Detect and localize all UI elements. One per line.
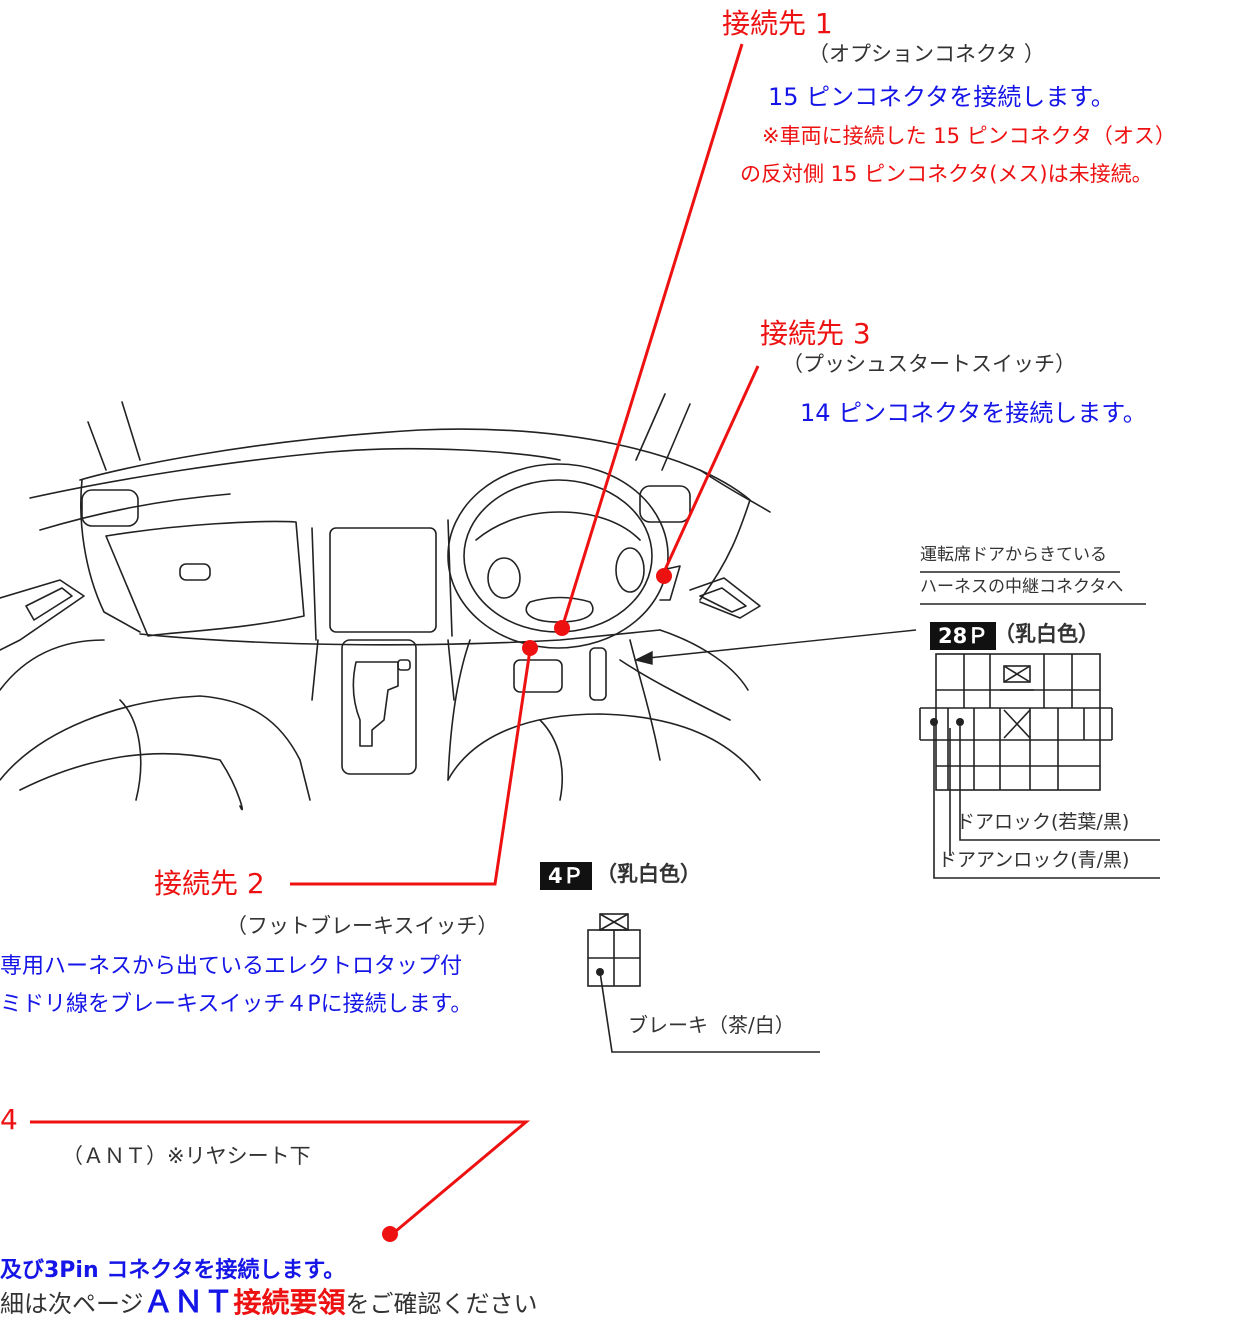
- connection-2-title: 接続先 2: [154, 867, 265, 900]
- connection-4-action: 及び3Pin コネクタを接続します。: [0, 1258, 346, 1283]
- lead-line-2: [290, 649, 532, 886]
- door-label-2: ハーネスの中継コネクタへ: [920, 577, 1124, 597]
- connector-4p-badge: 4Ｐ: [540, 862, 592, 890]
- lead-line-4: [30, 1120, 531, 1238]
- door-label-1: 運転席ドアからきている: [920, 545, 1107, 565]
- point-3: [656, 568, 672, 584]
- connection-1-action: 15 ピンコネクタを接続します。: [768, 83, 1115, 111]
- connection-1-note-1: ※車両に接続した 15 ピンコネクタ（オス）: [762, 124, 1176, 148]
- connection-1-title: 接続先 1: [722, 7, 833, 40]
- connection-4-note-ant: ＡＮＴ: [143, 1285, 234, 1320]
- connection-4-sub: （ＡＮＴ）※リヤシート下: [62, 1144, 311, 1168]
- connector-28p-badge: 28Ｐ: [930, 622, 997, 650]
- connection-4-title: 4: [0, 1103, 18, 1136]
- lead-line-1: [560, 43, 744, 629]
- connector-4p-grid: [587, 913, 820, 1053]
- connection-3-title: 接続先 3: [760, 317, 871, 350]
- connection-4-note-post: をご確認ください: [345, 1290, 538, 1318]
- connection-2-action-2: ミドリ線をブレーキスイッチ４Pに接続します。: [0, 992, 473, 1017]
- connection-4-note-req: 接続要領: [233, 1286, 346, 1319]
- brake-pin-label: ブレーキ（茶/白）: [628, 1013, 795, 1037]
- connection-1-note-2: の反対側 15 ピンコネクタ(メス)は未接続。: [740, 162, 1153, 186]
- connector-28p-color: （乳白色）: [994, 622, 1099, 646]
- connection-3-action: 14 ピンコネクタを接続します。: [800, 399, 1147, 427]
- connection-4-note-pre: 細は次ページ: [0, 1290, 144, 1318]
- door-unlock-label: ドアアンロック(青/黒): [938, 849, 1130, 871]
- point-2: [522, 640, 538, 656]
- connector-28p-grid: [919, 653, 1160, 879]
- point-1: [554, 620, 570, 636]
- connection-2-action-1: 専用ハーネスから出ているエレクトロタップ付: [0, 954, 463, 979]
- connection-2-sub: （フットブレーキスイッチ）: [226, 914, 499, 938]
- lead-line-3: [662, 365, 760, 573]
- connection-4-note: 細は次ページＡＮＴ接続要領をご確認ください: [0, 1285, 538, 1321]
- connection-3-sub: （プッシュスタートスイッチ）: [782, 352, 1076, 376]
- connection-1-sub: （オプションコネクタ ）: [808, 42, 1045, 66]
- point-4: [382, 1226, 398, 1242]
- connector-4p-color: （乳白色）: [596, 862, 701, 886]
- door-lock-label: ドアロック(若葉/黒): [956, 811, 1130, 833]
